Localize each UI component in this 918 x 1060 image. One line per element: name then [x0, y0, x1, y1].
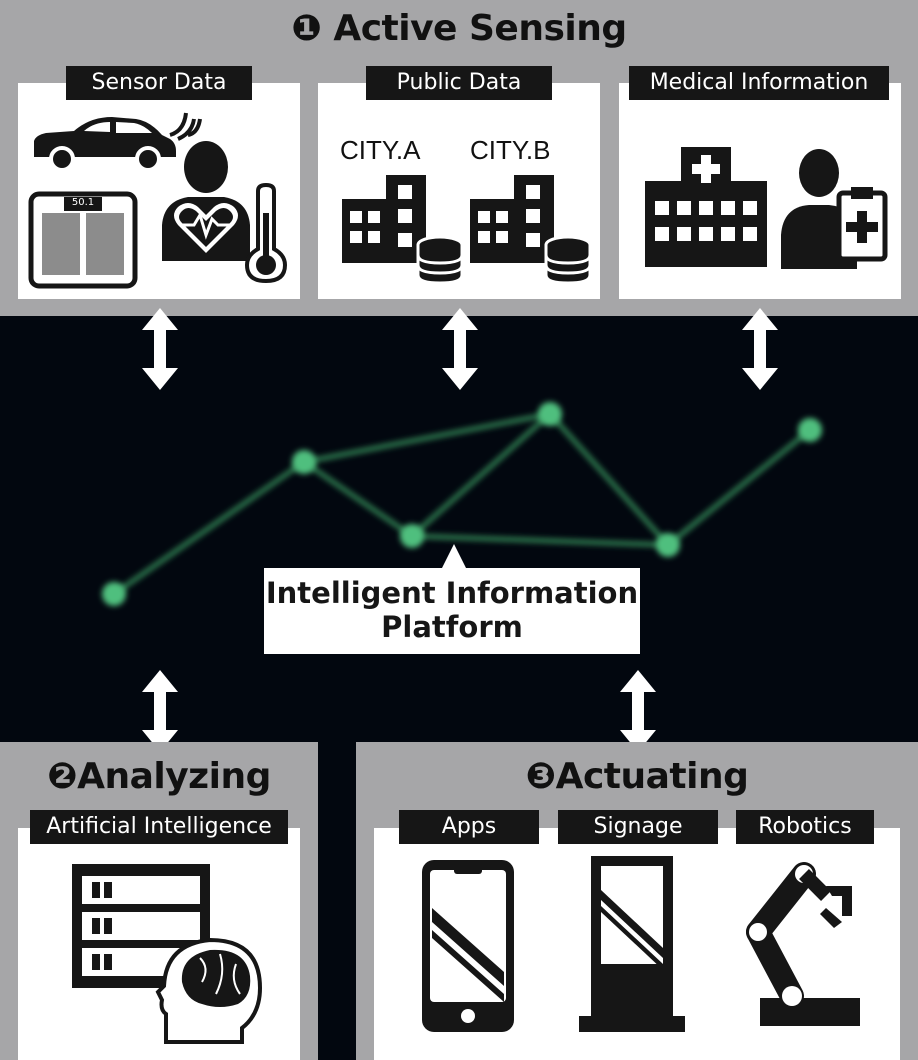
double-arrow-public [442, 308, 478, 390]
robot-arm-icon [746, 862, 860, 1026]
apps-tag: Apps [399, 810, 539, 844]
actuating-card [374, 828, 900, 1060]
platform-label-box: Intelligent Information Platform [264, 568, 640, 654]
medical-information-card [619, 83, 901, 299]
actuating-panel: ❸Actuating Apps Sign [356, 742, 918, 1060]
public-data-tag: Public Data [366, 66, 552, 100]
building-coins-icon [470, 175, 592, 285]
network-node [292, 450, 316, 474]
scale-reading: 50.1 [71, 197, 95, 208]
analyzing-title: ❷Analyzing [47, 756, 271, 797]
network-node [656, 533, 680, 557]
thermometer-icon [244, 183, 288, 283]
platform-line2: Platform [381, 610, 523, 644]
signage-icon [579, 856, 685, 1032]
building-coins-icon [342, 175, 464, 285]
double-arrow-medical [742, 308, 778, 390]
actuating-title: ❸Actuating [525, 756, 749, 797]
car-icon [34, 117, 176, 171]
network-graph [102, 402, 822, 606]
active-sensing-panel: ❶ Active Sensing 50.1 [0, 0, 918, 316]
wifi-icon [169, 112, 202, 141]
platform-pointer [442, 544, 466, 568]
robotics-tag: Robotics [736, 810, 874, 844]
scale-icon [28, 191, 138, 289]
sensor-data-tag: Sensor Data [66, 66, 252, 100]
network-node [538, 402, 562, 426]
double-arrow-sensor [142, 308, 178, 390]
server-brain-icon [72, 864, 263, 1044]
public-data-card: CITY.A CITY.B [318, 83, 600, 299]
medical-information-tag: Medical Information [629, 66, 889, 100]
platform-line1: Intelligent Information [265, 576, 639, 610]
network-node [102, 582, 126, 606]
artificial-intelligence-tag: Artificial Intelligence [30, 810, 288, 844]
network-node [400, 524, 424, 548]
person-heart-icon [162, 141, 250, 261]
city-a-label: CITY.A [340, 135, 421, 165]
analyzing-panel: ❷Analyzing Artificial Intelligence [0, 742, 318, 1060]
double-arrow-analyzing [142, 670, 178, 752]
sensor-data-card: 50.1 [18, 83, 300, 299]
artificial-intelligence-card [18, 828, 300, 1060]
network-node [798, 418, 822, 442]
smartphone-icon [422, 860, 514, 1032]
active-sensing-title: ❶ Active Sensing [291, 8, 627, 49]
doctor-clipboard-icon [781, 149, 888, 269]
signage-tag: Signage [558, 810, 718, 844]
city-b-label: CITY.B [470, 135, 551, 165]
double-arrow-actuating [620, 670, 656, 752]
hospital-icon [645, 147, 767, 267]
